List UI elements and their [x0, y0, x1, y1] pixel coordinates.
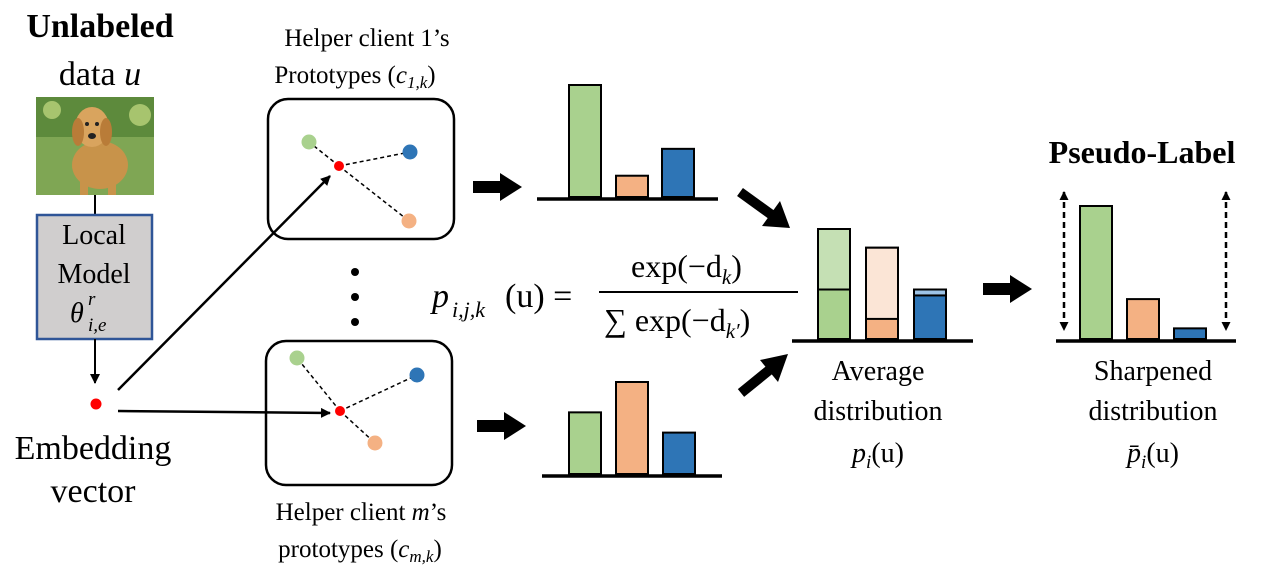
- average-distribution-chart: [792, 228, 973, 343]
- dog-photo: [36, 97, 154, 195]
- probability-formula: p i,j,k (u) = exp(−dk) ∑ exp(−dk′): [430, 248, 798, 343]
- formula-p: p: [430, 278, 449, 315]
- block-arrow-helper1-to-chart: [473, 173, 522, 201]
- helper1-link-blue: [338, 151, 411, 167]
- helperm-suffix: ’s: [430, 499, 447, 526]
- helper1-proto-blue: [402, 144, 418, 160]
- local-model-box: [35, 213, 154, 341]
- theta-subscript: i,e: [88, 315, 106, 336]
- average-bar-2-upper-part: [865, 246, 899, 320]
- helper1-proto-orange: [401, 213, 417, 229]
- helper1-title-line1: Helper client 1’s: [284, 25, 449, 52]
- helper1-distribution-chart: [537, 84, 718, 201]
- helperm-c-sub: m,k: [409, 547, 434, 566]
- data-u-text: data: [59, 56, 124, 93]
- embedding-to-helper1-arrow: [117, 175, 331, 391]
- block-arrow-chart2-to-average: [737, 354, 788, 397]
- data-u-var: u: [124, 56, 141, 93]
- helperm-m-var: m: [412, 499, 430, 526]
- helperm-proto-green: [289, 350, 305, 366]
- helperm-title-line1: Helper client m’s: [276, 499, 447, 526]
- formula-den-close: ): [740, 302, 751, 338]
- helperm-link-orange: [339, 410, 376, 444]
- average-bar-1-upper-part: [817, 228, 851, 291]
- block-arrow-average-to-sharpened: [983, 275, 1032, 303]
- helperm-prototypes-text: prototypes (: [278, 536, 398, 563]
- formula-numerator: exp(−dk): [631, 248, 742, 289]
- sharpened-line2: distribution: [1088, 396, 1217, 427]
- helperm-link-green: [296, 357, 341, 412]
- helper1-c-sub: 1,k: [407, 73, 428, 92]
- helperm-bar-3: [662, 431, 696, 476]
- sharpened-bar-1: [1079, 205, 1113, 340]
- sharpened-distribution-chart: [1056, 205, 1236, 343]
- helper1-c-var: c: [396, 62, 407, 89]
- helper1-bar-2: [615, 174, 649, 199]
- helperm-link-blue: [339, 374, 418, 412]
- sharpened-arg: (u): [1146, 438, 1179, 469]
- sharpened-bar-3: [1173, 327, 1207, 340]
- helperm-proto-blue: [409, 367, 425, 383]
- average-arg: (u): [871, 438, 904, 469]
- helper1-close: ): [427, 62, 435, 89]
- helperm-title-line2: prototypes (cm,k): [278, 536, 442, 566]
- average-line2: distribution: [813, 396, 942, 427]
- helper1-bar-3: [661, 147, 695, 198]
- formula-num-text: exp(−d: [631, 248, 722, 284]
- average-line1: Average: [832, 356, 925, 387]
- local-model-line2: Model: [57, 259, 130, 290]
- embedding-line1: Embedding: [15, 430, 172, 467]
- embedding-line2: vector: [51, 473, 137, 510]
- helperm-c-var: c: [398, 536, 409, 563]
- block-arrow-chart1-to-average: [737, 187, 790, 228]
- formula-den-sub: k′: [726, 319, 740, 343]
- theta-superscript: r: [88, 289, 96, 310]
- average-bar-3: [913, 288, 947, 340]
- average-bar-3-upper-part: [913, 288, 947, 297]
- average-formula: pi(u): [850, 438, 904, 473]
- formula-arg: (u) =: [505, 278, 572, 315]
- helperm-embedding-point: [335, 406, 345, 416]
- helperm-bar-2: [615, 381, 649, 475]
- helper1-prototype-box: [266, 97, 456, 241]
- sharpened-p-sub: i: [1141, 452, 1146, 473]
- helperm-close: ): [433, 536, 441, 563]
- sharpened-formula: p̄i(u): [1125, 438, 1179, 473]
- helper1-link-orange: [338, 165, 410, 222]
- theta-symbol: θ: [70, 298, 84, 329]
- helper1-prototypes-text: Prototypes (: [274, 62, 396, 89]
- helperm-distribution-chart: [542, 381, 722, 478]
- embedding-point: [90, 398, 102, 410]
- sharpened-p: p̄: [1125, 438, 1141, 469]
- average-p-sub: i: [866, 452, 871, 473]
- helper1-proto-green: [301, 134, 317, 150]
- formula-den-text: ∑ exp(−d: [604, 302, 726, 338]
- pseudo-label-title: Pseudo-Label: [1049, 134, 1236, 170]
- formula-p-sub: i,j,k: [452, 297, 486, 322]
- unlabeled-title: Unlabeled: [26, 8, 173, 45]
- helperm-proto-orange: [367, 435, 383, 451]
- helper1-title-line2: Prototypes (c1,k): [274, 62, 435, 92]
- formula-num-sub: k: [722, 265, 732, 289]
- sharpened-line1: Sharpened: [1094, 356, 1212, 387]
- average-p: p: [850, 438, 866, 469]
- formula-denominator: ∑ exp(−dk′): [604, 302, 750, 343]
- helperm-title-text: Helper client: [276, 499, 412, 526]
- local-model-line1: Local: [62, 220, 126, 251]
- helperm-bar-1: [568, 411, 602, 475]
- embedding-to-helperm-arrow: [117, 407, 331, 418]
- helper1-bar-1: [568, 84, 602, 198]
- block-arrow-helperm-to-chart: [477, 412, 526, 440]
- formula-num-close: ): [731, 248, 742, 284]
- helper1-embedding-point: [334, 161, 344, 171]
- ellipsis-dots: [351, 268, 359, 326]
- data-u-label: data u: [59, 56, 141, 93]
- sharpened-bar-2: [1126, 298, 1160, 341]
